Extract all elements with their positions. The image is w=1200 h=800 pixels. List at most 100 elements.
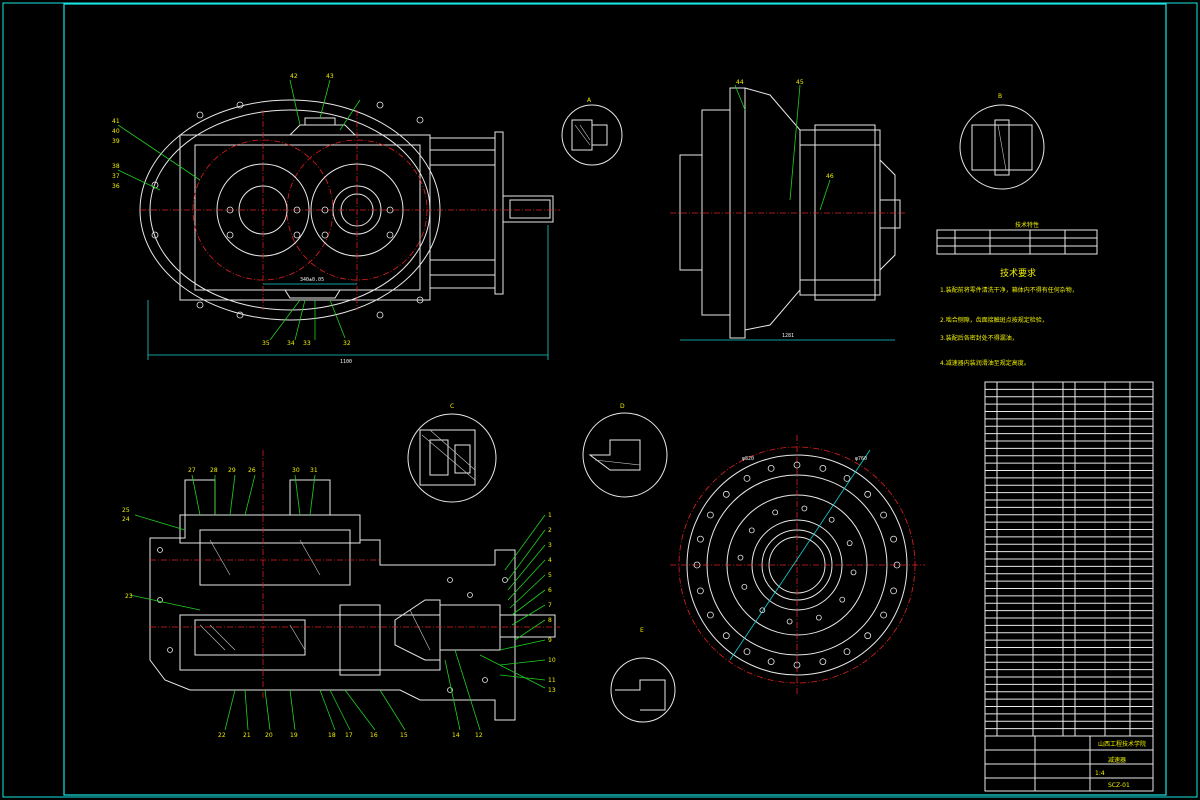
flange-bolt-hole — [819, 658, 827, 665]
flange-inner-hole — [850, 569, 857, 576]
detail-view-d: D — [582, 403, 668, 498]
part-label-35: 35 — [262, 340, 270, 347]
part-label-32: 32 — [343, 340, 351, 347]
flange-bolt-hole — [743, 648, 751, 656]
part-label-41: 41 — [112, 118, 120, 125]
flange-view: φ820 φ760 — [670, 435, 925, 695]
part-label-27: 27 — [188, 467, 196, 474]
requirement-4: 4.减速器内装润滑油至规定高度。 — [940, 359, 1030, 367]
title-name: 减速器 — [1108, 756, 1126, 764]
flange-bolt-hole — [722, 632, 730, 640]
flange-bolt-hole — [864, 490, 872, 498]
flange-inner-hole — [748, 527, 755, 534]
part-label-24: 24 — [122, 516, 130, 523]
small-table-title: 技术特性 — [1015, 221, 1039, 229]
flange-bolt-hole — [706, 611, 714, 619]
technical-requirements: 技术要求 1.装配前将零件清洗干净，箱体内不得有任何杂物， 2.啮合侧隙，齿面接… — [940, 267, 1078, 367]
tech-spec-table: 技术特性 — [936, 221, 1098, 255]
requirement-3: 3.装配后各密封处不得漏油， — [940, 334, 1018, 342]
flange-bolt-hole — [893, 561, 901, 569]
flange-bolt-hole — [864, 632, 872, 640]
side-view: 1281 44 45 46 — [670, 79, 905, 341]
part-label-37: 37 — [112, 173, 120, 180]
requirement-2: 2.啮合侧隙，齿面接触斑点按规定检验， — [940, 316, 1048, 324]
front-view: 1100 340±0.05 41 40 39 38 37 36 42 43 35… — [112, 73, 560, 365]
flange-dim-1: φ820 — [742, 456, 754, 462]
detail-label-b: B — [998, 93, 1002, 100]
flange-bolt-hole — [819, 465, 827, 472]
part-label-42: 42 — [290, 73, 298, 80]
flange-inner-hole — [828, 516, 835, 523]
detail-view-e: E — [610, 627, 676, 723]
part-label-12b: 13 — [548, 687, 556, 694]
flange-inner-hole — [815, 614, 822, 621]
part-label-29: 29 — [228, 467, 236, 474]
part-label-38: 38 — [112, 163, 120, 170]
bom-table — [984, 381, 1154, 737]
part-label-5: 5 — [548, 572, 552, 579]
flange-bolt-hole — [880, 611, 888, 619]
part-label-44: 44 — [736, 79, 744, 86]
part-label-23: 23 — [125, 593, 133, 600]
requirement-1: 1.装配前将零件清洗干净，箱体内不得有任何杂物， — [940, 286, 1078, 294]
section-view: 25 24 27 28 29 26 30 31 23 1 2 3 4 5 6 7… — [122, 450, 560, 739]
detail-label-e: E — [640, 627, 644, 634]
part-label-6: 6 — [548, 587, 552, 594]
detail-label-d: D — [620, 403, 625, 410]
flange-bolt-hole — [843, 474, 851, 482]
title-block: 山西工程技术学院 减速器 1:4 SCZ-01 — [984, 735, 1154, 792]
part-label-8: 8 — [548, 617, 552, 624]
flange-bolt-hole — [722, 490, 730, 498]
flange-bolt-hole — [843, 648, 851, 656]
part-label-34: 34 — [287, 340, 295, 347]
flange-inner-hole — [737, 554, 744, 561]
flange-inner-hole — [759, 607, 766, 614]
flange-bolt-hole — [793, 661, 801, 669]
part-label-45: 45 — [796, 79, 804, 86]
part-label-31: 31 — [310, 467, 318, 474]
flange-inner-hole — [846, 540, 853, 547]
title-scale: 1:4 — [1095, 770, 1105, 777]
part-label-3: 3 — [548, 542, 552, 549]
flange-bolt-hole — [693, 561, 701, 569]
part-label-14: 14 — [452, 732, 460, 739]
part-label-12: 12 — [475, 732, 483, 739]
part-label-30: 30 — [292, 467, 300, 474]
part-label-40: 40 — [112, 128, 120, 135]
part-label-11: 11 — [548, 677, 556, 684]
part-label-16: 16 — [370, 732, 378, 739]
part-label-25: 25 — [122, 507, 130, 514]
requirements-title: 技术要求 — [1000, 267, 1036, 279]
flange-bolt-hole — [793, 461, 801, 469]
detail-view-b: B — [959, 93, 1045, 190]
part-label-33: 33 — [303, 340, 311, 347]
part-label-43: 43 — [326, 73, 334, 80]
title-org: 山西工程技术学院 — [1098, 740, 1146, 748]
flange-bolt-hole — [890, 587, 897, 595]
part-label-20: 20 — [265, 732, 273, 739]
part-label-18: 18 — [328, 732, 336, 739]
part-label-21: 21 — [243, 732, 251, 739]
title-drawing-no: SCZ-01 — [1108, 782, 1130, 789]
flange-bolt-hole — [697, 535, 704, 543]
part-label-22: 22 — [218, 732, 226, 739]
dim-center-distance: 340±0.05 — [300, 277, 324, 283]
flange-bolt-hole — [743, 474, 751, 482]
dim-side-width: 1281 — [782, 333, 794, 339]
flange-bolt-hole — [890, 535, 897, 543]
flange-inner-hole — [772, 509, 779, 516]
detail-view-c: C — [407, 403, 497, 503]
drawing-frame — [63, 3, 1167, 796]
part-label-9: 9 — [548, 637, 552, 644]
detail-label-c: C — [450, 403, 454, 410]
part-label-2: 2 — [548, 527, 552, 534]
dim-front-width: 1100 — [340, 359, 352, 365]
flange-bolt-hole — [767, 658, 775, 665]
flange-bolt-hole — [880, 511, 888, 519]
flange-bolt-hole — [767, 465, 775, 472]
detail-view-a: A — [561, 97, 623, 166]
part-label-1: 1 — [548, 512, 552, 519]
part-label-39: 39 — [112, 138, 120, 145]
